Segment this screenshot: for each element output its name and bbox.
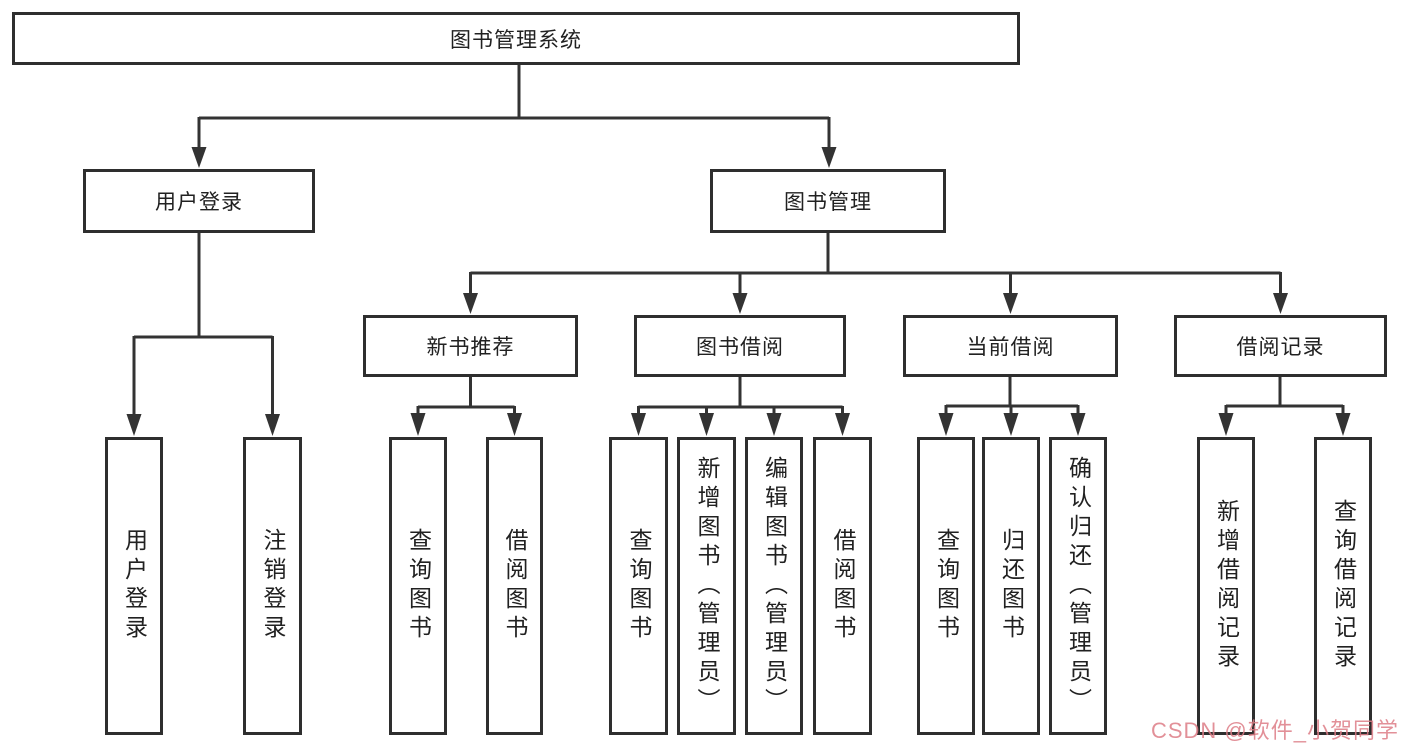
- watermark: CSDN @软件_小贺同学: [1150, 718, 1399, 743]
- leaf-label: 查询图书: [933, 528, 960, 644]
- node-label: 新书推荐: [426, 336, 515, 359]
- leaf-label: 用户登录: [121, 528, 148, 644]
- leaf-label: 借阅图书: [830, 528, 856, 644]
- leaf-label: 查询图书: [626, 528, 652, 644]
- node-label: 用户登录: [155, 191, 243, 214]
- leaf-borrow-books-borrowing: 借阅图书: [813, 437, 872, 735]
- node-label: 图书管理: [784, 191, 872, 214]
- leaf-user-login: 用户登录: [105, 437, 163, 735]
- leaf-logout-login: 注销登录: [243, 437, 302, 735]
- leaf-return-books: 归还图书: [982, 437, 1040, 735]
- leaf-add-borrow-record: 新增借阅记录: [1197, 437, 1255, 735]
- node-label: 图书管理系统: [450, 28, 582, 52]
- leaf-query-borrow-record: 查询借阅记录: [1314, 437, 1372, 735]
- node-label: 当前借阅: [966, 336, 1055, 359]
- leaf-add-books-admin: 新增图书（管理员）: [677, 437, 736, 735]
- leaf-edit-books-admin: 编辑图书（管理员）: [745, 437, 803, 735]
- node-label: 图书借阅: [696, 336, 784, 359]
- leaf-query-books-borrowing: 查询图书: [609, 437, 668, 735]
- node-label: 借阅记录: [1236, 336, 1325, 359]
- leaf-query-books-recommend: 查询图书: [389, 437, 447, 735]
- leaf-label: 归还图书: [998, 528, 1025, 644]
- node-book-management: 图书管理: [710, 169, 946, 233]
- leaf-label: 查询借阅记录: [1330, 499, 1357, 673]
- leaf-label: 确认归还（管理员）: [1065, 455, 1092, 717]
- leaf-label: 新增借阅记录: [1213, 499, 1240, 673]
- node-new-book-recommendation: 新书推荐: [363, 315, 578, 377]
- leaf-label: 注销登录: [260, 528, 286, 644]
- leaf-label: 查询图书: [405, 528, 432, 644]
- node-book-borrowing: 图书借阅: [634, 315, 846, 377]
- node-current-borrowing: 当前借阅: [903, 315, 1118, 377]
- leaf-borrow-books-recommend: 借阅图书: [486, 437, 543, 735]
- leaf-query-books-current: 查询图书: [917, 437, 975, 735]
- leaf-confirm-return-admin: 确认归还（管理员）: [1049, 437, 1107, 735]
- leaf-label: 新增图书（管理员）: [694, 455, 720, 717]
- node-user-login: 用户登录: [83, 169, 315, 233]
- leaf-label: 借阅图书: [502, 528, 528, 644]
- node-borrowing-records: 借阅记录: [1174, 315, 1387, 377]
- leaf-label: 编辑图书（管理员）: [761, 455, 788, 717]
- node-library-management-system: 图书管理系统: [12, 12, 1020, 65]
